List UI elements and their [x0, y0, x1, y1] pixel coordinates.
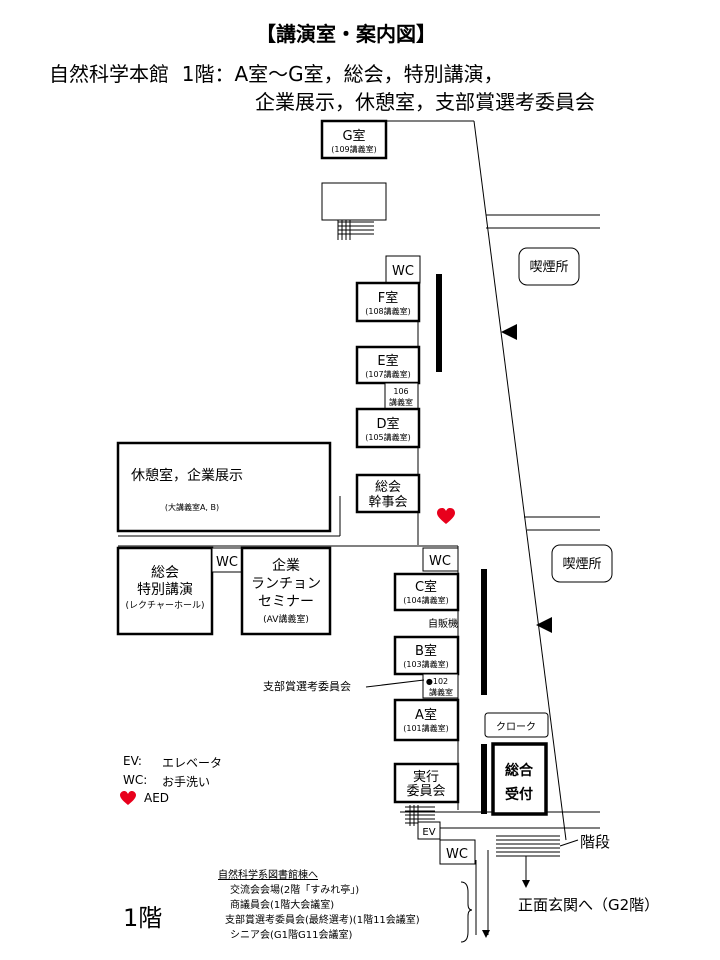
thick-walls — [436, 274, 487, 814]
room-a-sub: (101講義室) — [403, 723, 449, 733]
room-g[interactable] — [320, 119, 388, 160]
notes-item-3: 支部賞選考委員会(最終選考)(1階11会議室) — [225, 915, 420, 926]
wc-right-label: WC — [429, 554, 451, 569]
room-lunch[interactable] — [240, 546, 332, 636]
room-g-name: G室 — [342, 128, 365, 144]
room-sokai-sub: (レクチャーホール) — [126, 600, 205, 611]
notes-item-2: 商議員会(1階大会議室) — [230, 900, 335, 911]
room-f[interactable] — [355, 281, 421, 323]
notes-item-4: シニア会(G1階G11会議室) — [230, 930, 353, 941]
room-lunch-sub: (AV講義室) — [263, 613, 309, 625]
elevator-hatch-top — [337, 217, 374, 240]
room-jikko-line2: 委員会 — [406, 784, 445, 799]
wc-middle-label: WC — [216, 555, 238, 570]
building-line-1: 自然科学本館 1階：A室～G室，総会，特別講演， — [49, 62, 504, 86]
aed-heart-icon[interactable] — [437, 508, 455, 524]
notes-brace — [460, 881, 473, 943]
elevator-hall-top — [321, 182, 387, 221]
room-b[interactable] — [393, 635, 460, 676]
legend-wc-value: お手洗い — [162, 775, 211, 789]
stairs-label: 階段 — [580, 833, 610, 851]
room-f-name: F室 — [378, 290, 398, 306]
legend-aed-heart-icon — [120, 791, 136, 805]
room-106-label: 講義室 — [389, 397, 413, 407]
room-rest[interactable] — [116, 441, 332, 533]
room-106[interactable] — [384, 382, 419, 410]
room-sokai-line2: 特別講演 — [137, 582, 193, 598]
stairs-leader — [559, 839, 579, 847]
notes-title[interactable]: 自然科学系図書館棟へ — [218, 870, 318, 881]
smoking-label-lower: 喫煙所 — [562, 557, 601, 572]
room-e-name: E室 — [377, 353, 398, 369]
room-rest-name: 休憩室，企業展示 — [131, 467, 243, 484]
library-arrowhead — [482, 930, 490, 938]
room-f-sub: (108講義室) — [365, 306, 411, 316]
room-rest-sub: (大講義室A, B) — [165, 502, 219, 512]
legend-wc-key: WC: — [123, 773, 148, 787]
entrance-arrow-lower — [536, 617, 552, 633]
room-lunch-line2: ランチョン — [251, 576, 321, 592]
room-b-sub: (103講義室) — [403, 659, 449, 669]
award-committee-label: 支部賞選考委員会 — [263, 679, 351, 693]
entrance-down-arrowhead — [522, 880, 530, 888]
smoking-area-upper[interactable] — [518, 247, 580, 286]
room-d-name: D室 — [376, 416, 399, 432]
room-lunch-line1: 企業 — [272, 557, 300, 574]
award-committee-leader — [365, 679, 425, 688]
reception-line2: 受付 — [505, 786, 533, 803]
vending-label: 自販機 — [428, 617, 458, 630]
room-a-name: A室 — [415, 707, 437, 723]
room-jikko[interactable] — [393, 762, 460, 804]
wc-bottom[interactable] — [439, 839, 476, 865]
stairs-hatch — [496, 835, 560, 857]
wc-upper-label: WC — [392, 264, 414, 279]
entrance-arrow-upper — [501, 324, 517, 340]
room-102-label: 講義室 — [429, 687, 453, 697]
page-title: 【講演室・案内図】 — [256, 22, 436, 46]
smoking-area-lower[interactable] — [551, 544, 613, 583]
elevator[interactable] — [417, 821, 441, 840]
room-c-name: C室 — [415, 579, 437, 595]
elevator-label: EV — [422, 827, 435, 838]
room-d-sub: (105講義室) — [365, 432, 411, 442]
room-102[interactable] — [422, 673, 459, 699]
legend-ev-key: EV: — [123, 754, 142, 768]
room-lunch-line3: セミナー — [258, 594, 314, 610]
room-106-number: 106 — [393, 387, 408, 396]
reception-box[interactable] — [491, 742, 548, 816]
wc-right[interactable] — [422, 547, 459, 572]
smoking-label-upper: 喫煙所 — [529, 260, 568, 275]
legend-aed-value: AED — [144, 791, 170, 805]
notes-item-1: 交流会会場(2階「すみれ亭」) — [230, 885, 360, 896]
cloak-label: クローク — [496, 721, 536, 733]
room-sokai-line1: 総会 — [151, 565, 179, 581]
reception-line1: 総合 — [505, 762, 534, 779]
building-line-2: 企業展示，休憩室，支部賞選考委員会 — [255, 90, 595, 114]
room-jikko-line1: 実行 — [413, 769, 439, 785]
floor-label: 1階 — [123, 904, 163, 932]
room-g-sub: (109講義室) — [331, 144, 377, 154]
entrance-label: 正面玄関へ（G2階） — [518, 896, 659, 914]
room-kanjikai-line2: 幹事会 — [368, 494, 407, 510]
room-kanjikai-line1: 総会 — [375, 480, 401, 495]
legend-ev-value: エレベータ — [162, 756, 223, 770]
room-102-number: ●102 — [426, 677, 448, 686]
room-kanjikai[interactable] — [355, 473, 421, 514]
room-e-sub: (107講義室) — [365, 369, 411, 379]
room-c-sub: (104講義室) — [403, 595, 449, 605]
room-a[interactable] — [393, 698, 460, 742]
wc-bottom-label: WC — [446, 847, 468, 862]
cloak-box[interactable] — [484, 712, 549, 738]
room-d[interactable] — [355, 407, 421, 449]
room-sokai[interactable] — [116, 546, 214, 636]
room-b-name: B室 — [415, 643, 437, 659]
room-c[interactable] — [393, 572, 460, 612]
